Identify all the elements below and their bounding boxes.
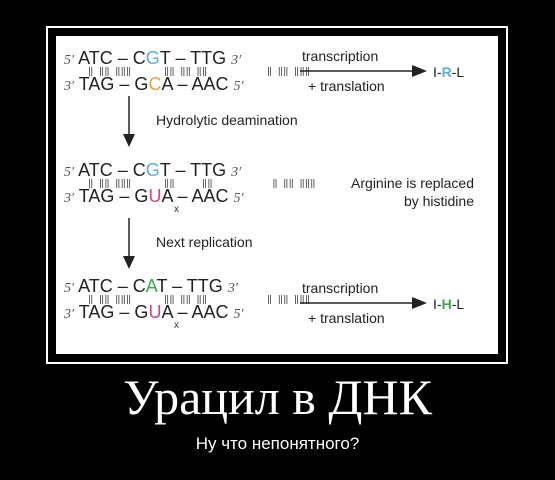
base-u: U xyxy=(148,186,162,206)
translation-label: + translation xyxy=(308,310,385,326)
mismatch-mark: x xyxy=(174,320,179,331)
top-strand: 5′ ATC – CAT – TTG 3′ xyxy=(64,276,238,296)
diagram-panel: 5′ ATC – CGT – TTG 3′ ‖ ‖‖ ‖‖‖ ‖‖ ‖‖ ‖‖ … xyxy=(56,36,498,354)
base-g: G xyxy=(145,48,160,68)
bottom-strand: 3′ TAG – GUA – AAC 5′ xyxy=(64,186,244,206)
amino-acid-h: H xyxy=(441,296,452,312)
hydrogen-bonds: ‖ ‖‖ ‖‖‖ ‖‖ ‖‖ ‖‖ ‖ ‖‖ ‖‖‖ xyxy=(88,295,311,305)
base-g: G xyxy=(145,160,160,180)
poster-title: Урацил в ДНК xyxy=(123,369,432,425)
base-a: A xyxy=(145,276,157,296)
step-label: Hydrolytic deamination xyxy=(156,112,298,128)
step-label: Next replication xyxy=(156,234,253,250)
protein-result: I-R-L xyxy=(433,64,465,80)
hydrogen-bonds: ‖ ‖‖ ‖‖‖ ‖‖ ‖‖ ‖ ‖‖ ‖‖‖ xyxy=(88,179,316,189)
base-c: C xyxy=(148,74,162,94)
mismatch-mark: x xyxy=(174,204,179,215)
top-strand: 5′ ATC – CGT – TTG 3′ xyxy=(64,160,242,180)
poster-frame xyxy=(46,26,508,364)
translation-label: + translation xyxy=(308,78,385,94)
amino-acid-r: R xyxy=(441,64,452,80)
base-u: U xyxy=(148,302,162,322)
protein-result: I-H-L xyxy=(433,296,465,312)
poster-subtitle: Ну что непонятного? xyxy=(195,434,360,453)
bottom-strand: 3′ TAG – GCA – AAC 5′ xyxy=(64,74,244,94)
transcription-label: transcription xyxy=(302,280,379,296)
top-strand: 5′ ATC – CGT – TTG 3′ xyxy=(64,48,242,68)
transcription-label: transcription xyxy=(302,48,379,64)
step-arrow-down xyxy=(123,96,135,147)
hydrogen-bonds: ‖ ‖‖ ‖‖‖ ‖‖ ‖‖ ‖‖ ‖ ‖‖ ‖‖‖ xyxy=(88,67,311,77)
substitution-note: Arginine is replaced by histidine xyxy=(351,175,474,209)
step-arrow-down xyxy=(123,218,135,269)
transcription-arrow xyxy=(300,297,427,309)
transcription-arrow xyxy=(300,65,427,77)
bottom-strand: 3′ TAG – GUA – AAC 5′ xyxy=(64,302,244,322)
